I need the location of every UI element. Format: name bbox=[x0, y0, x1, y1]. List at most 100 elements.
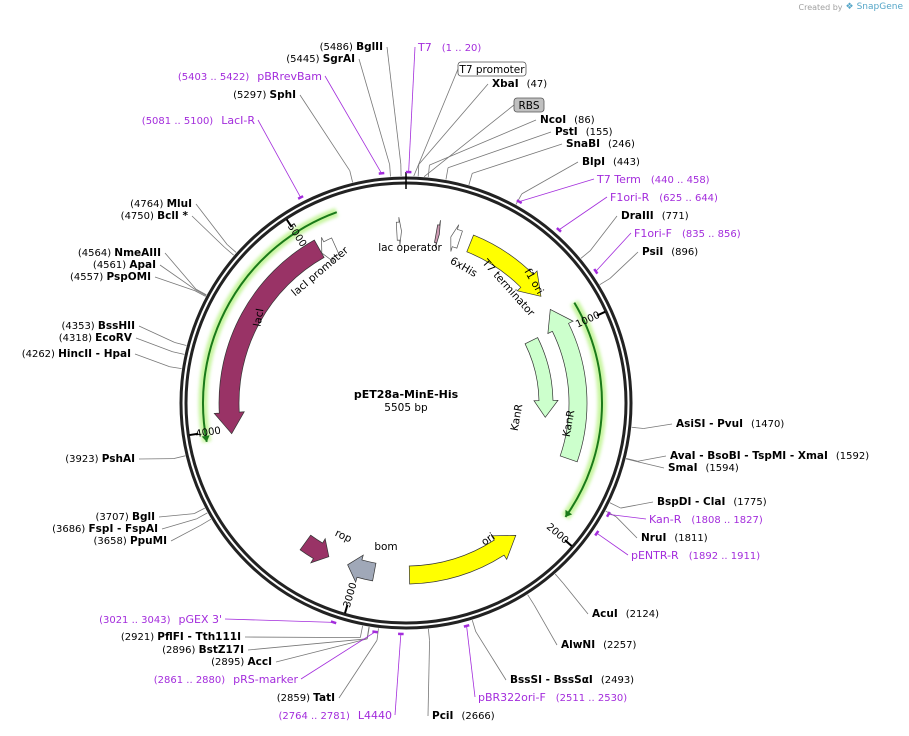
tick-mark bbox=[285, 218, 293, 228]
enzyme-leader-stub bbox=[193, 507, 205, 515]
primer-position: (2764 .. 2781) bbox=[278, 711, 350, 722]
primer-site-marker bbox=[605, 511, 611, 518]
primer-label: (2861 .. 2880)pRS-marker bbox=[154, 673, 299, 686]
snapgene-credit: Created by ❖ SnapGene bbox=[799, 2, 904, 12]
primer-name: pGEX 3' bbox=[178, 613, 222, 626]
enzyme-name: PflFI - Tth111I bbox=[157, 631, 241, 643]
enzyme-leader-stub bbox=[605, 510, 617, 518]
tick-mark bbox=[564, 539, 573, 547]
enzyme-leader-stub bbox=[226, 244, 237, 253]
enzyme-site-label: PciI(2666) bbox=[432, 710, 495, 722]
feature-label: rop bbox=[333, 527, 354, 545]
enzyme-position: (4262) bbox=[22, 349, 58, 360]
enzyme-position: (155) bbox=[586, 127, 613, 138]
primer-position: (3021 .. 3043) bbox=[99, 615, 171, 626]
enzyme-site-label: DraIII(771) bbox=[621, 210, 689, 222]
enzyme-site-label: (2895) AccI bbox=[211, 656, 272, 668]
enzyme-site-label: (4353) BssHII bbox=[61, 320, 135, 332]
enzyme-position: (2666) bbox=[461, 711, 494, 722]
enzyme-leader-line bbox=[521, 161, 579, 195]
enzyme-site-label: (4318) EcoRV bbox=[59, 332, 133, 344]
enzyme-position: (2859) bbox=[277, 693, 313, 704]
primer-leader-line bbox=[408, 46, 416, 173]
enzyme-leader-stub bbox=[427, 165, 430, 178]
credit-prefix: Created by bbox=[798, 2, 843, 12]
enzyme-leader-stub bbox=[527, 594, 535, 606]
enzyme-site-label: XbaI(47) bbox=[492, 78, 547, 90]
enzyme-name: MluI bbox=[167, 198, 192, 210]
primer-leader-line bbox=[466, 625, 476, 698]
boxed-label-frame bbox=[513, 97, 545, 113]
enzyme-leader-line bbox=[247, 638, 368, 651]
enzyme-site-label: (4262) HincII - HpaI bbox=[22, 348, 131, 360]
enzyme-name: TatI bbox=[313, 692, 335, 704]
primer-leader-line bbox=[257, 119, 301, 198]
enzyme-leader-line bbox=[170, 524, 201, 542]
primer-name: LacI-R bbox=[221, 114, 255, 127]
enzyme-name: AsiSI - PvuI bbox=[676, 418, 743, 430]
enzyme-name: BglII bbox=[356, 41, 383, 53]
enzyme-name: PsiI bbox=[642, 246, 663, 258]
enzyme-name: SphI bbox=[270, 89, 296, 101]
enzyme-leader-line bbox=[562, 582, 589, 615]
enzyme-name: BglI bbox=[132, 511, 155, 523]
enzyme-site-label: (5297) SphI bbox=[233, 89, 296, 101]
enzyme-leader-line bbox=[159, 264, 196, 291]
enzyme-site-label: (3658) PpuMI bbox=[94, 535, 167, 547]
primer-name: Kan-R bbox=[649, 513, 682, 526]
primer-position: (2511 .. 2530) bbox=[556, 693, 628, 704]
enzyme-name: PspOMI bbox=[106, 271, 151, 283]
enzyme-leader-line bbox=[275, 638, 368, 663]
enzyme-position: (2124) bbox=[626, 609, 659, 620]
enzyme-site-label: (5445) SgrAI bbox=[286, 53, 355, 65]
feature-label: 6xHis bbox=[448, 255, 479, 280]
enzyme-site-label: NcoI(86) bbox=[540, 114, 595, 126]
enzyme-name: PshAI bbox=[102, 453, 135, 465]
feature-laci bbox=[213, 239, 325, 435]
enzyme-leader-stub bbox=[445, 167, 449, 180]
primer-leader-line bbox=[224, 618, 334, 623]
enzyme-position: (5445) bbox=[286, 54, 322, 65]
enzyme-site-label: (2921) PflFI - Tth111I bbox=[121, 631, 241, 643]
feature-kanr bbox=[547, 308, 588, 463]
primer-label: F1ori-F(835 .. 856) bbox=[634, 227, 741, 240]
enzyme-name: NruI bbox=[641, 532, 666, 544]
enzyme-position: (3686) bbox=[52, 524, 88, 535]
primer-label: Kan-R (1808 .. 1827) bbox=[649, 513, 763, 526]
enzyme-leader-line bbox=[637, 455, 667, 462]
enzyme-site-label: SnaBI(246) bbox=[566, 138, 635, 150]
tick-label: 4000 bbox=[195, 425, 222, 440]
enzyme-position: (47) bbox=[527, 79, 548, 90]
enzyme-leader-line bbox=[154, 276, 196, 292]
enzyme-site-label: AsiSI - PvuI(1470) bbox=[676, 418, 784, 430]
enzyme-position: (3658) bbox=[94, 536, 130, 547]
enzyme-position: (4750) bbox=[121, 211, 157, 222]
enzyme-leader-line bbox=[244, 636, 361, 638]
enzyme-leader-stub bbox=[196, 512, 208, 520]
enzyme-name: BlpI bbox=[582, 156, 605, 168]
primer-name: T7 Term bbox=[596, 173, 641, 186]
enzyme-leader-stub bbox=[515, 193, 523, 205]
enzyme-site-label: BssSI - BssSαI(2493) bbox=[510, 674, 634, 686]
enzyme-name: SnaBI bbox=[566, 138, 600, 150]
primer-position: (1808 .. 1827) bbox=[691, 515, 763, 526]
enzyme-leader-line bbox=[615, 516, 638, 539]
enzyme-site-label: (4561) ApaI bbox=[93, 259, 156, 271]
primer-label: F1ori-R(625 .. 644) bbox=[610, 191, 718, 204]
enzyme-leader-stub bbox=[172, 351, 185, 355]
enzyme-position: (5486) bbox=[320, 42, 356, 53]
feature-label: lac operator bbox=[378, 242, 442, 254]
enzyme-leader-line bbox=[299, 94, 351, 171]
enzyme-name: AvaI - BsoBI - TspMI - XmaI bbox=[670, 450, 828, 462]
primer-position: (625 .. 644) bbox=[659, 193, 718, 204]
enzyme-leader-stub bbox=[599, 278, 611, 286]
enzyme-leader-line bbox=[135, 337, 173, 353]
enzyme-leader-line bbox=[472, 143, 563, 174]
enzyme-position: (1594) bbox=[706, 463, 739, 474]
boxed-label-frame bbox=[457, 61, 527, 77]
feature-f1-ori bbox=[466, 234, 542, 297]
enzyme-leader-stub bbox=[389, 164, 391, 177]
enzyme-position: (2257) bbox=[603, 640, 636, 651]
